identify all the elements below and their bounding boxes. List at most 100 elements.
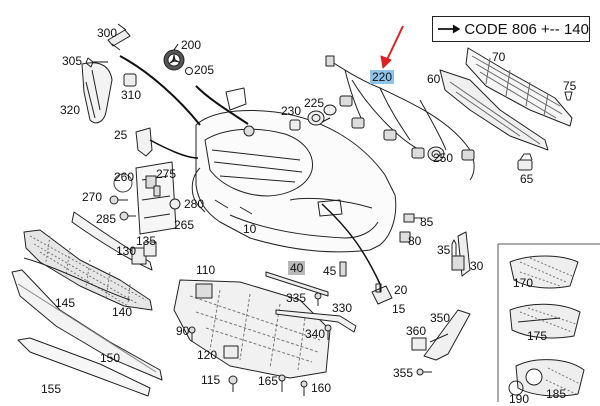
fog-cover-185: [515, 359, 585, 397]
bracket-135: [143, 241, 157, 257]
clip-85: [403, 213, 422, 223]
callout-205: 205: [194, 63, 215, 77]
bracket-30: [451, 231, 471, 277]
callout-275: 275: [156, 167, 177, 181]
callout-30: 30: [470, 259, 484, 273]
screw-285: [119, 211, 136, 221]
callout-330: 330: [332, 301, 353, 315]
callout-25: 25: [114, 128, 128, 142]
callout-160: 160: [311, 381, 332, 395]
callout-320: 320: [60, 103, 81, 117]
callout-170: 170: [513, 276, 534, 290]
callout-310: 310: [121, 88, 142, 102]
fog-cover-175: [509, 303, 581, 339]
callout-220: 220: [370, 70, 395, 84]
bumper-emblem: [243, 125, 255, 137]
callout-40: 40: [288, 261, 306, 275]
sensor-250: [427, 146, 445, 162]
callout-75: 75: [563, 79, 577, 93]
callout-15: 15: [392, 302, 406, 316]
tow-hook-cover-15: [371, 285, 393, 305]
callout-45: 45: [323, 264, 337, 278]
bumper-cover-10: [191, 110, 397, 253]
callout-70: 70: [492, 50, 506, 64]
callout-285: 285: [96, 212, 117, 226]
callout-260: 260: [114, 170, 135, 184]
callout-340: 340: [305, 327, 326, 341]
bracket-320: [81, 62, 113, 124]
callout-130: 130: [116, 244, 137, 258]
callout-65: 65: [520, 172, 534, 186]
screw-90: [188, 326, 196, 342]
callout-155: 155: [41, 382, 62, 396]
bolt-270: [109, 195, 128, 205]
callout-300: 300: [97, 26, 118, 40]
callout-10: 10: [243, 222, 257, 236]
screw-165: [278, 374, 286, 392]
sensor-225: [307, 104, 337, 126]
moulding-330: [275, 309, 357, 333]
callout-305: 305: [62, 54, 83, 68]
wiring-harness-220: [325, 55, 475, 181]
clip-275: [153, 185, 161, 197]
callout-140: 140: [112, 305, 133, 319]
callout-60: 60: [427, 72, 441, 86]
license-plate-bracket-265: [135, 161, 177, 235]
callout-350: 350: [430, 311, 451, 325]
guide-350: [423, 309, 471, 361]
fog-ring-190: [508, 380, 524, 396]
callout-85: 85: [420, 215, 434, 229]
clip-20: [375, 283, 382, 293]
callout-35: 35: [437, 243, 451, 257]
callout-165: 165: [258, 374, 279, 388]
callout-265: 265: [174, 218, 195, 232]
moulding-40: [265, 271, 329, 297]
bolt-115: [228, 375, 238, 392]
code-text: CODE 806 +-- 140: [464, 20, 589, 38]
callout-230: 230: [281, 104, 302, 118]
callout-80: 80: [408, 234, 422, 248]
callout-145: 145: [55, 296, 76, 310]
emblem-200: [163, 49, 185, 71]
clip-65: [517, 153, 533, 171]
pointer-arrow-220: [380, 25, 404, 69]
callout-150: 150: [100, 351, 121, 365]
clip-35: [451, 239, 457, 257]
callout-335: 335: [286, 291, 307, 305]
code-box: CODE 806 +-- 140: [432, 16, 590, 42]
clip-45: [339, 261, 347, 277]
callout-115: 115: [201, 373, 221, 387]
clip-310: [123, 73, 137, 87]
callout-200: 200: [181, 38, 202, 52]
fog-cover-170: [509, 255, 579, 289]
callout-110: 110: [196, 263, 216, 277]
clip-360: [411, 337, 427, 351]
trim-strip-155: [17, 337, 151, 397]
lower-grille-140: [23, 229, 153, 311]
screw-335: [314, 292, 322, 306]
screw-355: [416, 368, 432, 376]
sensor-holder-230: [289, 119, 301, 131]
callout-185: 185: [546, 387, 567, 401]
callout-280: 280: [184, 197, 205, 211]
callout-20: 20: [394, 283, 408, 297]
callout-355: 355: [393, 366, 414, 380]
screw-340: [324, 324, 332, 340]
clip-120: [223, 345, 239, 359]
nut-280: [169, 198, 181, 210]
bracket-25: [135, 127, 153, 157]
callout-135: 135: [136, 234, 157, 248]
leader-lines: [92, 23, 381, 292]
spoiler-150: [11, 269, 163, 381]
callout-250: 250: [433, 151, 454, 165]
clip-75: [564, 91, 573, 101]
callout-270: 270: [82, 190, 103, 204]
bracket-130: [71, 211, 153, 271]
trim-strip-145: [23, 257, 131, 301]
callout-120: 120: [197, 348, 218, 362]
underbody-panel-110: [173, 279, 331, 379]
grille-70: [465, 47, 573, 127]
clip-80: [399, 231, 411, 243]
